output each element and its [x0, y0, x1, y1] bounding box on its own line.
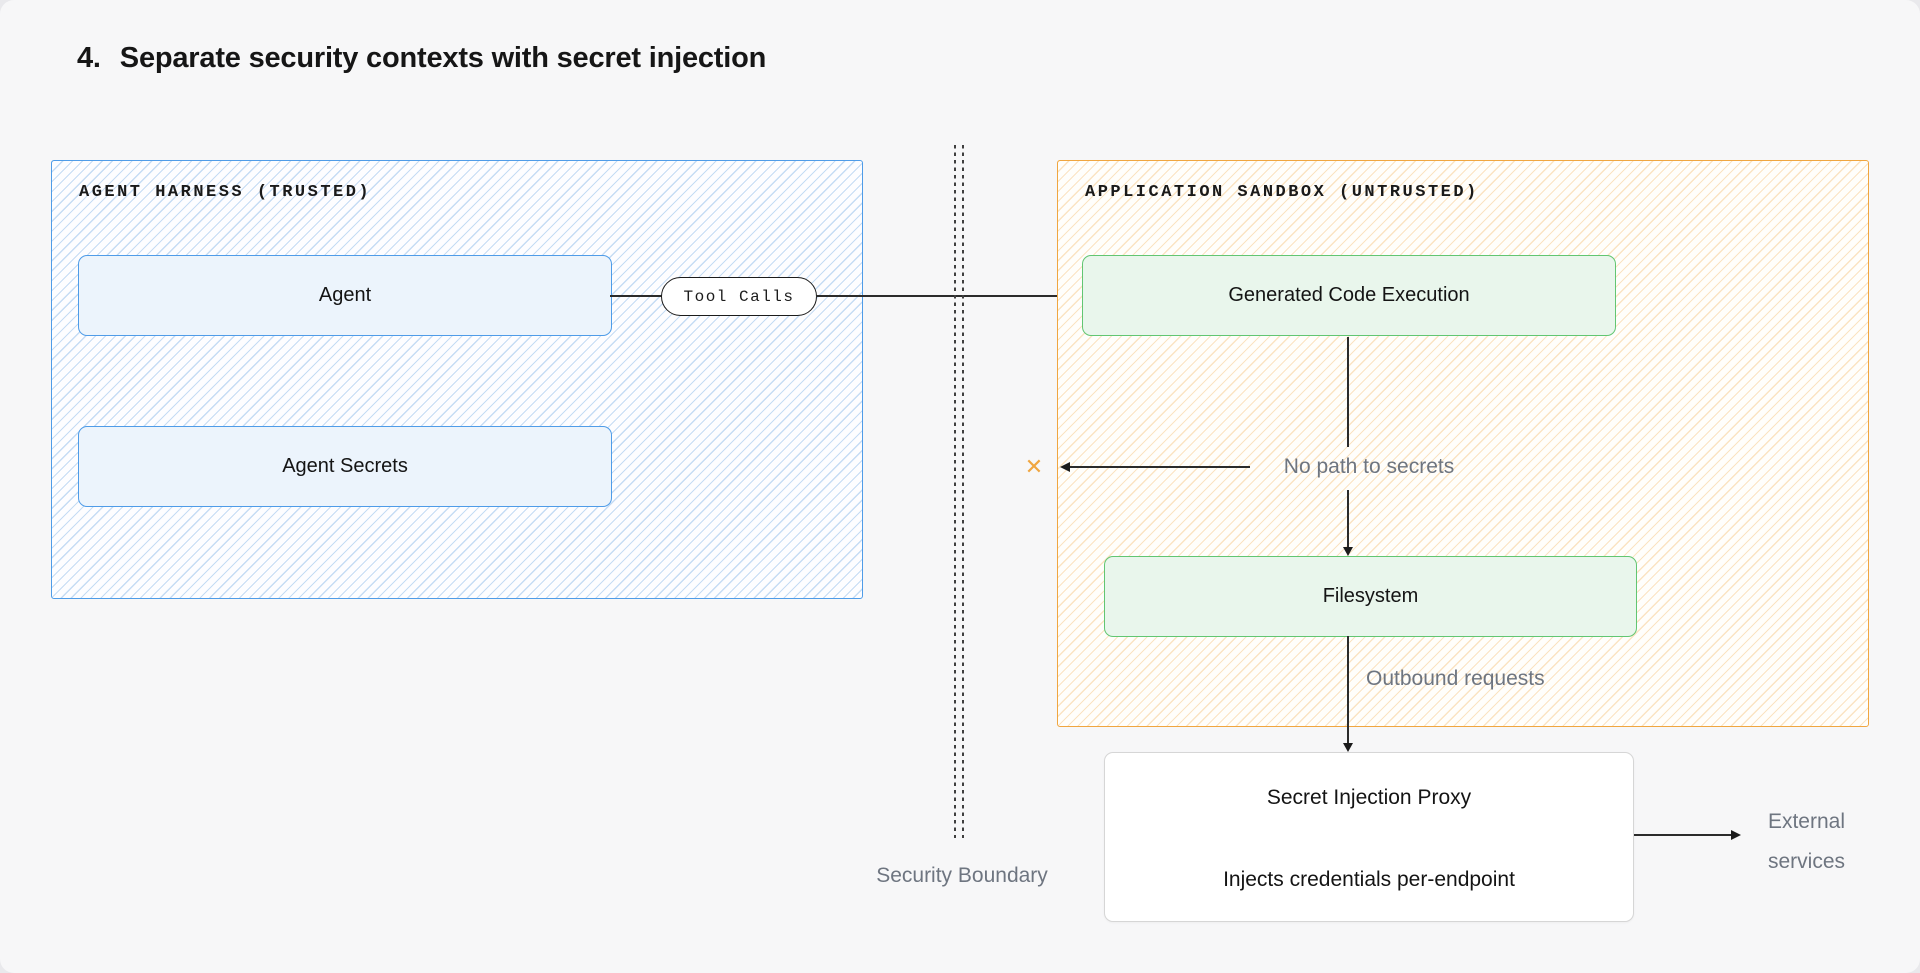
agent-to-toolcalls-line — [610, 295, 662, 297]
agent-secrets-node-label: Agent Secrets — [282, 455, 408, 477]
filesystem-node: Filesystem — [1104, 556, 1637, 637]
untrusted-zone-label: APPLICATION SANDBOX (UNTRUSTED) — [1085, 183, 1479, 202]
tool-calls-label: Tool Calls — [683, 287, 795, 306]
agent-node-label: Agent — [318, 284, 372, 306]
no-path-label: No path to secrets — [1283, 455, 1455, 478]
external-services-label: External services — [1744, 802, 1869, 882]
toolcalls-to-sandbox-line — [816, 295, 1072, 297]
page-title: 4. Separate security contexts with secre… — [77, 42, 766, 75]
agent-secrets-node: Agent Secrets — [78, 426, 612, 507]
filesystem-to-proxy-line — [1347, 636, 1349, 743]
gce-to-filesystem-line-lower — [1347, 490, 1349, 547]
tool-calls-pill: Tool Calls — [661, 277, 817, 316]
security-boundary-label: Security Boundary — [876, 864, 1048, 887]
untrusted-zone: APPLICATION SANDBOX (UNTRUSTED) Generate… — [1057, 160, 1869, 727]
proxy-to-external-arrowhead-icon — [1731, 830, 1741, 840]
page-title-number: 4. — [77, 42, 101, 74]
external-services-line2: services — [1767, 850, 1846, 873]
filesystem-node-label: Filesystem — [1322, 585, 1419, 607]
secret-injection-proxy-node: Secret Injection Proxy Injects credentia… — [1104, 752, 1634, 922]
no-path-blocked-line — [1064, 466, 1250, 468]
proxy-title: Secret Injection Proxy — [1266, 786, 1472, 809]
outbound-requests-label: Outbound requests — [1366, 667, 1545, 690]
proxy-to-external-line — [1634, 834, 1732, 836]
page-title-text: Separate security contexts with secret i… — [119, 42, 767, 74]
trusted-zone: AGENT HARNESS (TRUSTED) Agent Agent Secr… — [51, 160, 863, 599]
proxy-subtitle: Injects credentials per-endpoint — [1223, 868, 1515, 891]
gce-to-filesystem-arrowhead-icon — [1343, 547, 1353, 556]
no-path-arrowhead-icon — [1060, 462, 1070, 472]
trusted-zone-label: AGENT HARNESS (TRUSTED) — [79, 183, 372, 202]
gce-to-filesystem-line-upper — [1347, 337, 1349, 447]
filesystem-to-proxy-arrowhead-icon — [1343, 743, 1353, 752]
generated-code-node-label: Generated Code Execution — [1228, 284, 1470, 306]
agent-node: Agent — [78, 255, 612, 336]
security-boundary-line-left — [954, 145, 956, 838]
external-services-line1: External — [1767, 810, 1846, 833]
generated-code-node: Generated Code Execution — [1082, 255, 1616, 336]
blocked-x-icon: ✕ — [1024, 454, 1044, 479]
security-boundary-line-right — [962, 145, 964, 838]
